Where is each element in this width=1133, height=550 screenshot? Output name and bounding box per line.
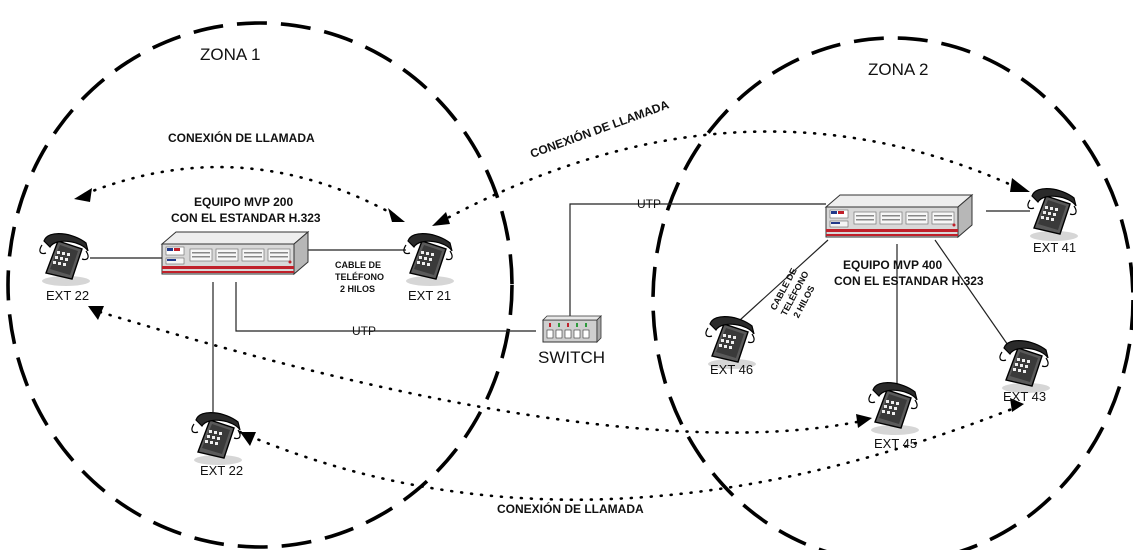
cable-label-left-1: CABLE DE [335,260,381,270]
arrowhead [856,414,872,428]
arrowhead [432,212,450,226]
zona2-boundary [651,36,1133,550]
phone-ext45-icon [868,381,920,436]
phone-ext41-icon [1027,187,1079,242]
switch-device [542,315,602,343]
conexion-label-bottom: CONEXIÓN DE LLAMADA [497,501,644,516]
wire-mvp200-switch-utp [235,282,536,332]
arrowhead [74,188,92,202]
switch-label: SWITCH [538,348,605,367]
call-path-zone1 [83,165,402,220]
ext-label-22-bottom: EXT 22 [200,463,243,478]
phone-ext43-icon [999,339,1051,394]
zona2-title: ZONA 2 [868,60,928,79]
ext-label-45: EXT 45 [874,436,917,451]
phone-ext22-bottom-icon [191,411,243,466]
phone-ext22-left-icon [39,232,91,287]
utp-label-left: UTP [352,324,376,338]
arrowhead [88,306,104,320]
utp-label-right: UTP [637,197,661,211]
call-path-bottom [98,310,864,434]
arrowhead [1010,398,1024,412]
ext-label-46: EXT 46 [710,362,753,377]
call-path-lower [238,407,1014,501]
arrowhead [240,432,256,446]
wire-mvp400-ext43 [934,239,1011,349]
conexion-label-middle: CONEXIÓN DE LLAMADA [528,96,671,160]
wire-mvp400-ext46 [739,239,829,321]
cable-label-left-2: TELÉFONO [335,272,384,282]
mvp400-title: EQUIPO MVP 400 [843,258,942,272]
ext-label-22-left: EXT 22 [46,288,89,303]
call-path-intersite [438,130,1020,224]
ext-label-41: EXT 41 [1033,240,1076,255]
phone-ext21-icon [403,232,455,287]
mvp200-device [161,231,309,275]
mvp200-subtitle: CON EL ESTANDAR H.323 [171,211,321,225]
wire-switch-mvp400-utp [569,203,826,316]
ext-label-43: EXT 43 [1003,389,1046,404]
arrowhead [1010,178,1030,192]
ext-label-21: EXT 21 [408,288,451,303]
cable-label-left-3: 2 HILOS [340,284,375,294]
mvp200-title: EQUIPO MVP 200 [194,195,293,209]
zona1-boundary [6,21,514,549]
arrowhead [388,208,405,222]
conexion-label-top-left: CONEXIÓN DE LLAMADA [168,130,315,145]
mvp400-device [825,194,973,238]
mvp400-subtitle: CON EL ESTANDAR H.323 [834,274,984,288]
zona1-title: ZONA 1 [200,45,260,64]
